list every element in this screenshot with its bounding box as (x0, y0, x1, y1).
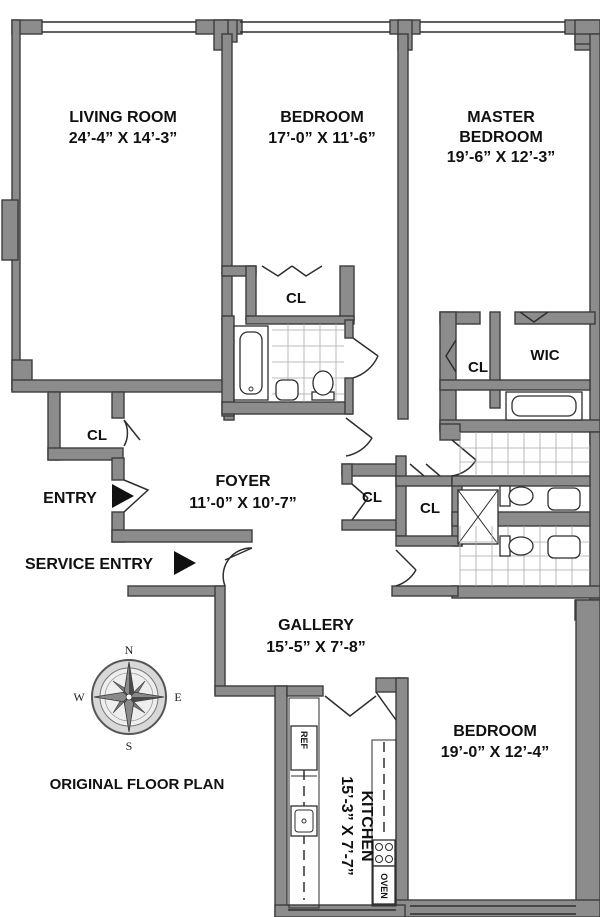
refrigerator-label: REF (299, 731, 309, 750)
kitchen-name: KITCHEN (358, 790, 375, 861)
entry-label: ENTRY (43, 490, 97, 507)
oven-label: OVEN (379, 873, 389, 899)
bathroom-fixtures (233, 324, 590, 586)
bedroom-top-name: BEDROOM (280, 109, 364, 126)
bedroom-top-dims: 17’-0” X 11’-6” (268, 130, 376, 147)
compass-west: W (73, 690, 85, 704)
compass-north: N (125, 643, 134, 657)
bathroom-master (457, 391, 590, 545)
bathroom-top (233, 324, 344, 402)
bedroom-bottom-name: BEDROOM (453, 723, 537, 740)
compass-east: E (174, 690, 181, 704)
kitchen-dims: 15’-3” X 7’-7” (338, 776, 355, 876)
closet-label: CL (286, 290, 306, 307)
walk-in-closet-label: WIC (530, 347, 559, 364)
closet-labels: CL CL CL WIC CL CL (87, 290, 560, 517)
bathroom-lower (459, 526, 590, 586)
gallery-name: GALLERY (278, 617, 354, 634)
room-labels: LIVING ROOM 24’-4” X 14’-3” BEDROOM 17’-… (69, 109, 556, 876)
bedroom-bottom-dims: 19’-0” X 12’-4” (441, 744, 550, 761)
closet-label: CL (420, 500, 440, 517)
living-room-name: LIVING ROOM (69, 109, 177, 126)
entries: ENTRY SERVICE ENTRY (25, 484, 196, 575)
living-room-dims: 24’-4” X 14’-3” (69, 130, 178, 147)
foyer-name: FOYER (215, 473, 271, 490)
kitchen-label: KITCHEN 15’-3” X 7’-7” (338, 776, 375, 876)
plan-caption: ORIGINAL FLOOR PLAN (50, 776, 225, 793)
entry-arrow-icon (112, 484, 134, 508)
closet-label: CL (468, 359, 488, 376)
service-entry-label: SERVICE ENTRY (25, 556, 153, 573)
service-entry-arrow-icon (174, 551, 196, 575)
compass-south: S (126, 739, 133, 753)
kitchen-fixtures (288, 697, 397, 909)
doors (123, 265, 549, 721)
master-bedroom-dims: 19’-6” X 12’-3” (447, 149, 556, 166)
closet-label: CL (87, 427, 107, 444)
gallery-dims: 15’-5” X 7’-8” (266, 639, 366, 656)
foyer-dims: 11’-0” X 10’-7” (189, 495, 297, 512)
master-bedroom-name-2: BEDROOM (459, 129, 543, 146)
compass-rose-icon: N S E W (73, 643, 181, 753)
closet-label: CL (362, 489, 382, 506)
appliance-labels: REF OVEN (299, 731, 389, 899)
master-bedroom-name-1: MASTER (467, 109, 535, 126)
